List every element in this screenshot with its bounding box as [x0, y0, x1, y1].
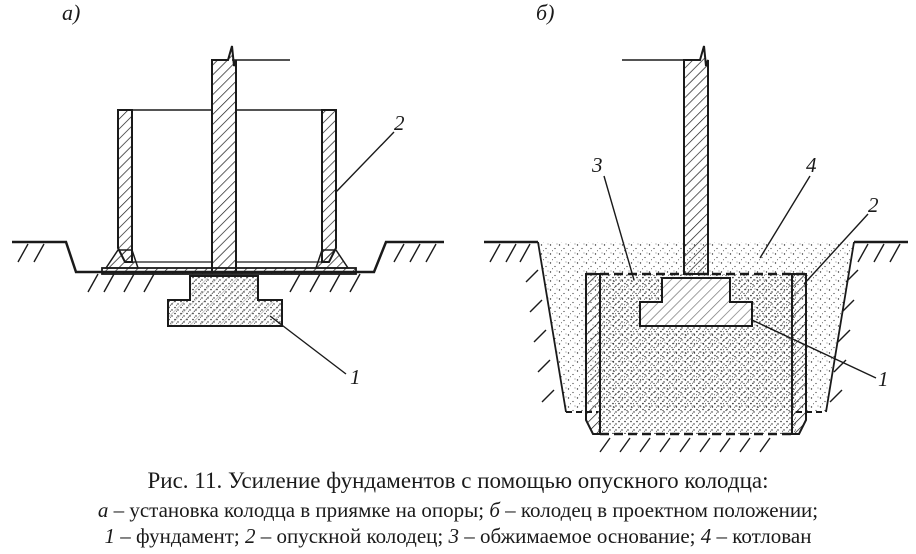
- column-a: [211, 45, 237, 273]
- leader-4-b: [759, 175, 811, 259]
- caption-letter-b: б: [489, 498, 500, 522]
- column-b: [683, 45, 709, 275]
- legend-number-4: 4: [700, 524, 712, 548]
- legend-number-3: 3: [448, 524, 460, 548]
- callout-1-a: 1: [350, 365, 361, 389]
- panel-a-label: а): [62, 0, 80, 25]
- callout-1-b: 1: [878, 367, 889, 391]
- ground-hatch-a: [17, 243, 437, 293]
- panel-b-label: б): [536, 0, 554, 25]
- leader-1-b: [751, 319, 877, 379]
- figure-caption-title: Рис. 11. Усиление фундаментов с помощью …: [147, 468, 769, 493]
- caisson-wall-right-b: [791, 273, 807, 435]
- leader-3-b: [603, 175, 635, 281]
- panel-b: б): [484, 0, 908, 453]
- foundation-reinforcement-diagram: а): [12, 0, 908, 453]
- caption-letter-a: а: [97, 498, 109, 522]
- caisson-wall-left-b: [585, 273, 601, 435]
- wedge-support-left-a: [104, 249, 140, 269]
- wedge-support-right-a: [314, 249, 350, 269]
- leader-2-b: [803, 213, 869, 285]
- leader-2-a: [335, 131, 395, 193]
- figure-caption-panels: а – установка колодца в приямке на опоры…: [0, 498, 916, 523]
- panel-a: а): [12, 0, 444, 389]
- leader-1-a: [269, 315, 347, 375]
- legend-number-2: 2: [244, 524, 256, 548]
- figure-caption-legend: 1 – фундамент; 2 – опускной колодец; 3 –…: [0, 524, 916, 549]
- caisson-wall-right-a: [321, 109, 337, 263]
- callout-2-b: 2: [868, 193, 879, 217]
- legend-text-1: – фундамент;: [115, 524, 245, 548]
- caisson-wall-left-a: [117, 109, 133, 263]
- legend-text-2: – опускной колодец;: [255, 524, 449, 548]
- caption-text-b: – колодец в проектном положении;: [499, 498, 819, 522]
- callout-4-b: 4: [806, 153, 817, 177]
- legend-text-4: – котлован: [711, 524, 812, 548]
- legend-number-1: 1: [104, 524, 116, 548]
- callout-2-a: 2: [394, 111, 405, 135]
- ground-hatch-b: [489, 243, 901, 453]
- caption-text-a: – установка колодца в приямке на опоры;: [108, 498, 490, 522]
- legend-text-3: – обжимаемое основание;: [459, 524, 701, 548]
- callout-3-b: 3: [591, 153, 603, 177]
